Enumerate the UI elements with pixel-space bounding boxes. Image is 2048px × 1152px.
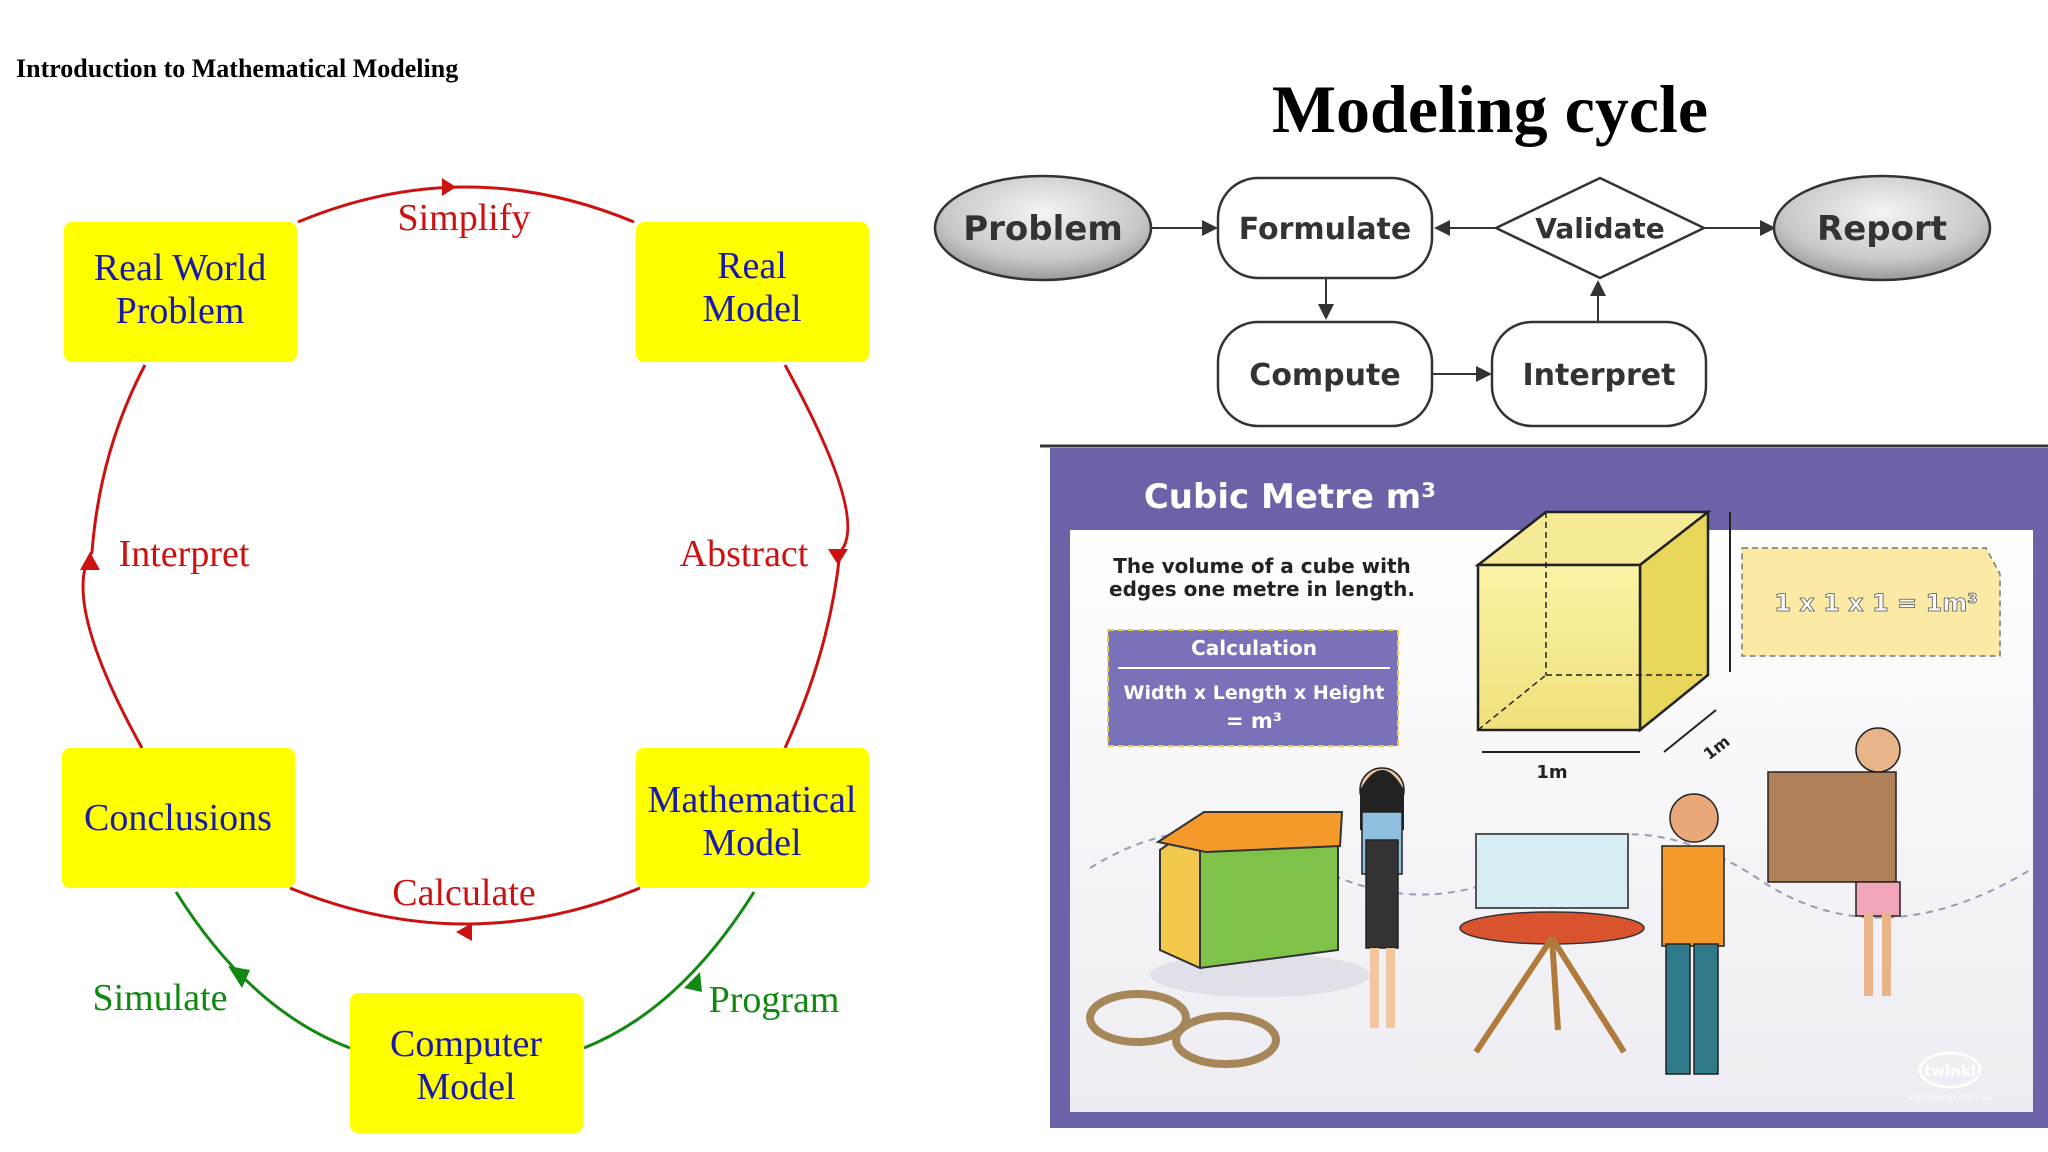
mathematical-model-box — [636, 748, 869, 888]
program-label: Program — [709, 979, 840, 1021]
modeling-cycle-title: Modeling cycle — [1271, 71, 1709, 147]
poster-title-tab — [1070, 460, 1520, 530]
real-world-label-1: Real World — [94, 247, 266, 289]
computer-model-label-2: Model — [416, 1066, 515, 1108]
interpret-arrowhead — [80, 552, 100, 570]
program-arc — [583, 891, 756, 1050]
simulate-arc — [174, 891, 351, 1050]
compute-node — [1216, 320, 1434, 428]
real-model-label-1: Real — [717, 245, 787, 287]
conclusions-label: Conclusions — [84, 797, 272, 839]
page-title: Introduction to Mathematical Modeling — [16, 54, 459, 83]
validate-node — [1493, 176, 1707, 280]
calc-title: Calculation — [1191, 636, 1317, 660]
report-node — [1772, 174, 1992, 282]
boy-figure — [1661, 793, 1725, 1075]
twinkl-logo: twinkl visit twinkl.com.au — [1908, 1051, 1992, 1103]
poster-title: Cubic Metre m³ — [1144, 477, 1436, 517]
formula-banner — [1741, 547, 2001, 657]
calculate-label: Calculate — [392, 872, 535, 914]
validate-label: Validate — [1535, 212, 1665, 245]
interpret-label: Interpret — [1523, 358, 1676, 393]
formulate-label: Formulate — [1239, 212, 1412, 247]
poster-desc-1: The volume of a cube with — [1113, 554, 1411, 578]
formulate-node — [1216, 176, 1434, 280]
real-model-label-2: Model — [702, 288, 801, 330]
computer-model-box — [350, 993, 583, 1133]
real-world-problem-box — [64, 222, 297, 362]
fish-tank-illustration — [1459, 833, 1645, 1054]
computer-model-label-1: Computer — [390, 1023, 542, 1065]
program-arrowhead — [684, 972, 702, 992]
depth-dimension-line — [1663, 709, 1717, 753]
simplify-arrowhead — [442, 178, 456, 196]
formula-text: 1 x 1 x 1 = 1m³ — [1774, 589, 1978, 617]
poster-desc-2: edges one metre in length. — [1109, 577, 1415, 601]
left-cycle: Real World Problem Real Model Mathematic… — [62, 178, 869, 1133]
girl-figure-2 — [1767, 727, 1901, 996]
math-model-label-1: Mathematical — [648, 779, 857, 821]
real-world-label-2: Problem — [116, 290, 245, 332]
calculate-arrowhead — [456, 923, 472, 941]
brand-url: visit twinkl.com.au — [1908, 1093, 1992, 1103]
report-label: Report — [1817, 209, 1947, 249]
calculation-box — [1107, 629, 1399, 747]
simulate-label: Simulate — [92, 977, 227, 1019]
math-model-label-2: Model — [702, 822, 801, 864]
interpret-arc — [81, 364, 147, 749]
simplify-label: Simplify — [397, 197, 530, 239]
modeling-flowchart: Problem Formulate Validate Report Comput… — [933, 174, 1992, 428]
girl-figure-1 — [1359, 767, 1405, 1028]
real-model-box — [636, 222, 869, 362]
conclusions-box — [62, 748, 295, 888]
width-label: 1m — [1536, 762, 1567, 783]
cubic-metre-poster: Cubic Metre m³ The volume of a cube with… — [1040, 444, 2048, 1128]
calc-line-2: = m³ — [1226, 709, 1282, 733]
problem-label: Problem — [963, 209, 1123, 249]
toy-box-illustration — [1150, 811, 1370, 997]
brand-name: twinkl — [1924, 1062, 1976, 1080]
simplify-arc — [297, 185, 635, 224]
calculate-arc — [289, 886, 641, 926]
interpret-node — [1490, 320, 1708, 428]
simulate-arrowhead — [228, 966, 250, 988]
problem-node — [933, 174, 1153, 282]
abstract-arrowhead — [828, 549, 848, 565]
cube-illustration — [1474, 509, 1712, 733]
compute-label: Compute — [1249, 358, 1400, 393]
abstract-label: Abstract — [680, 533, 809, 575]
train-track-illustration — [1086, 990, 1280, 1068]
interpret-label: Interpret — [119, 533, 250, 575]
calc-line-1: Width x Length x Height — [1124, 682, 1385, 704]
